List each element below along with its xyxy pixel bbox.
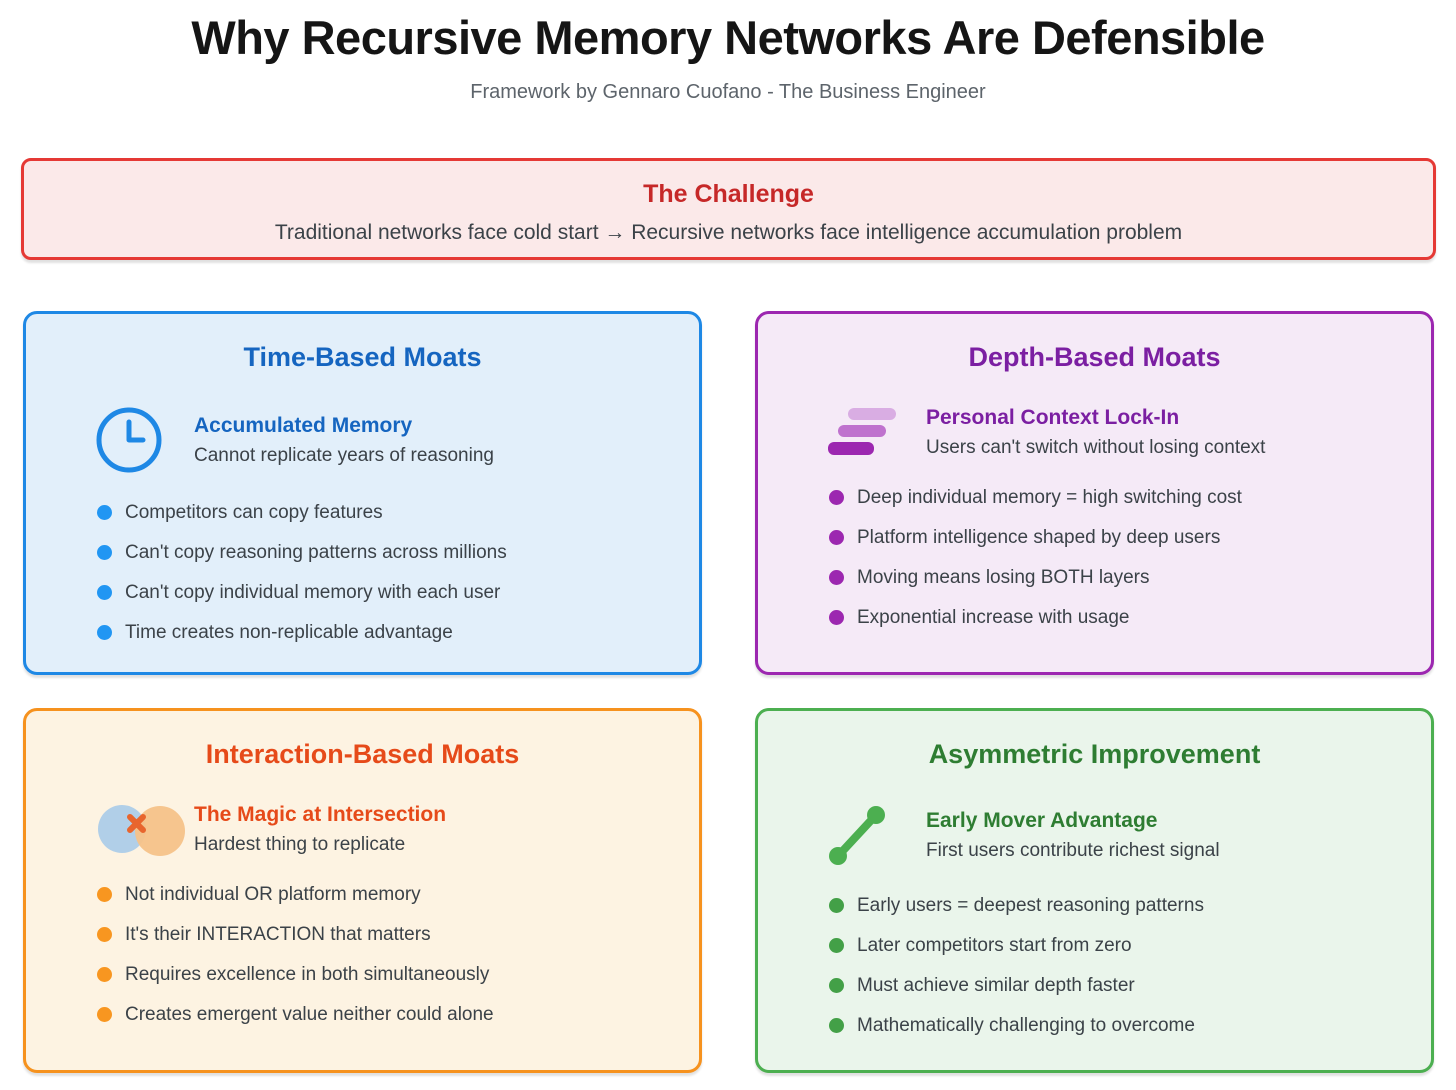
bullet-dot-icon (829, 610, 844, 625)
bullet-text: Early users = deepest reasoning patterns (857, 895, 1204, 916)
list-item: Deep individual memory = high switching … (829, 488, 1411, 507)
bullet-dot-icon (829, 1018, 844, 1033)
bullet-dot-icon (97, 967, 112, 982)
feature-block: Early Mover Advantage First users contri… (826, 802, 1401, 868)
bullet-text: It's their INTERACTION that matters (125, 924, 431, 945)
challenge-banner: The Challenge Traditional networks face … (21, 158, 1436, 260)
challenge-body: Traditional networks face cold start → R… (274, 221, 1183, 244)
bullet-text: Time creates non-replicable advantage (125, 622, 453, 643)
bullet-text: Competitors can copy features (125, 502, 383, 523)
feature-subtitle: Users can't switch without losing contex… (926, 437, 1266, 458)
bullet-dot-icon (97, 1007, 112, 1022)
bullet-text: Requires excellence in both simultaneous… (125, 964, 490, 985)
feature-block: The Magic at Intersection Hardest thing … (94, 802, 669, 857)
feature-block: Accumulated Memory Cannot replicate year… (94, 405, 669, 475)
list-item: Moving means losing BOTH layers (829, 568, 1411, 587)
bullet-dot-icon (829, 978, 844, 993)
bullet-dot-icon (829, 938, 844, 953)
feature-title: Accumulated Memory (194, 413, 413, 437)
list-item: Must achieve similar depth faster (829, 976, 1411, 995)
list-item: It's their INTERACTION that matters (97, 925, 679, 944)
bullet-dot-icon (97, 625, 112, 640)
bullet-dot-icon (829, 490, 844, 505)
bullet-text: Platform intelligence shaped by deep use… (857, 527, 1221, 548)
trend-up-icon (829, 806, 885, 865)
bullet-dot-icon (97, 545, 112, 560)
bullet-list: Competitors can copy features Can't copy… (97, 503, 679, 642)
bullet-text: Not individual OR platform memory (125, 884, 421, 905)
bullet-text: Moving means losing BOTH layers (857, 567, 1150, 588)
card-time-based-moats: Time-Based Moats Accumulated Memory Cann… (23, 311, 702, 675)
card-title: Interaction-Based Moats (205, 739, 520, 769)
page-subtitle: Framework by Gennaro Cuofano - The Busin… (470, 81, 986, 103)
bullet-text: Can't copy reasoning patterns across mil… (125, 542, 507, 563)
card-title: Time-Based Moats (243, 342, 482, 372)
feature-subtitle: Hardest thing to replicate (194, 834, 406, 855)
bullet-text: Mathematically challenging to overcome (857, 1015, 1195, 1036)
bullet-text: Must achieve similar depth faster (857, 975, 1135, 996)
bullet-list: Early users = deepest reasoning patterns… (829, 896, 1411, 1035)
bullet-text: Can't copy individual memory with each u… (125, 582, 501, 603)
list-item: Requires excellence in both simultaneous… (97, 965, 679, 984)
list-item: Creates emergent value neither could alo… (97, 1005, 679, 1024)
venn-intersection-icon (98, 804, 185, 856)
list-item: Time creates non-replicable advantage (97, 623, 679, 642)
quadrant-grid: Time-Based Moats Accumulated Memory Cann… (23, 311, 1456, 1073)
bullet-text: Exponential increase with usage (857, 607, 1130, 628)
bullet-dot-icon (97, 927, 112, 942)
bullet-dot-icon (97, 585, 112, 600)
feature-subtitle: First users contribute richest signal (926, 839, 1220, 861)
bullet-text: Deep individual memory = high switching … (857, 487, 1242, 508)
list-item: Platform intelligence shaped by deep use… (829, 528, 1411, 547)
card-asymmetric-improvement: Asymmetric Improvement Early Mover Advan… (755, 708, 1434, 1073)
list-item: Competitors can copy features (97, 503, 679, 522)
bullet-dot-icon (829, 898, 844, 913)
bullet-list: Deep individual memory = high switching … (829, 488, 1411, 627)
feature-block: Personal Context Lock-In Users can't swi… (826, 405, 1401, 460)
feature-title: The Magic at Intersection (194, 803, 447, 826)
list-item: Early users = deepest reasoning patterns (829, 896, 1411, 915)
bullet-dot-icon (97, 887, 112, 902)
list-item: Mathematically challenging to overcome (829, 1016, 1411, 1035)
challenge-title: The Challenge (643, 180, 814, 208)
clock-icon (96, 407, 162, 473)
bullet-list: Not individual OR platform memory It's t… (97, 885, 679, 1024)
feature-subtitle: Cannot replicate years of reasoning (194, 444, 494, 466)
list-item: Later competitors start from zero (829, 936, 1411, 955)
list-item: Exponential increase with usage (829, 608, 1411, 627)
bullet-text: Later competitors start from zero (857, 935, 1132, 956)
page-title: Why Recursive Memory Networks Are Defens… (191, 11, 1265, 64)
layers-icon (828, 407, 896, 455)
card-interaction-based-moats: Interaction-Based Moats The Magic at Int… (23, 708, 702, 1073)
card-title: Asymmetric Improvement (928, 739, 1261, 769)
card-depth-based-moats: Depth-Based Moats Personal Context Lock-… (755, 311, 1434, 675)
bullet-dot-icon (97, 505, 112, 520)
bullet-dot-icon (829, 530, 844, 545)
list-item: Can't copy reasoning patterns across mil… (97, 543, 679, 562)
feature-title: Personal Context Lock-In (926, 406, 1180, 429)
header: Why Recursive Memory Networks Are Defens… (0, 0, 1456, 105)
bullet-text: Creates emergent value neither could alo… (125, 1004, 494, 1025)
list-item: Can't copy individual memory with each u… (97, 583, 679, 602)
card-title: Depth-Based Moats (968, 342, 1221, 372)
bullet-dot-icon (829, 570, 844, 585)
list-item: Not individual OR platform memory (97, 885, 679, 904)
feature-title: Early Mover Advantage (926, 808, 1158, 832)
